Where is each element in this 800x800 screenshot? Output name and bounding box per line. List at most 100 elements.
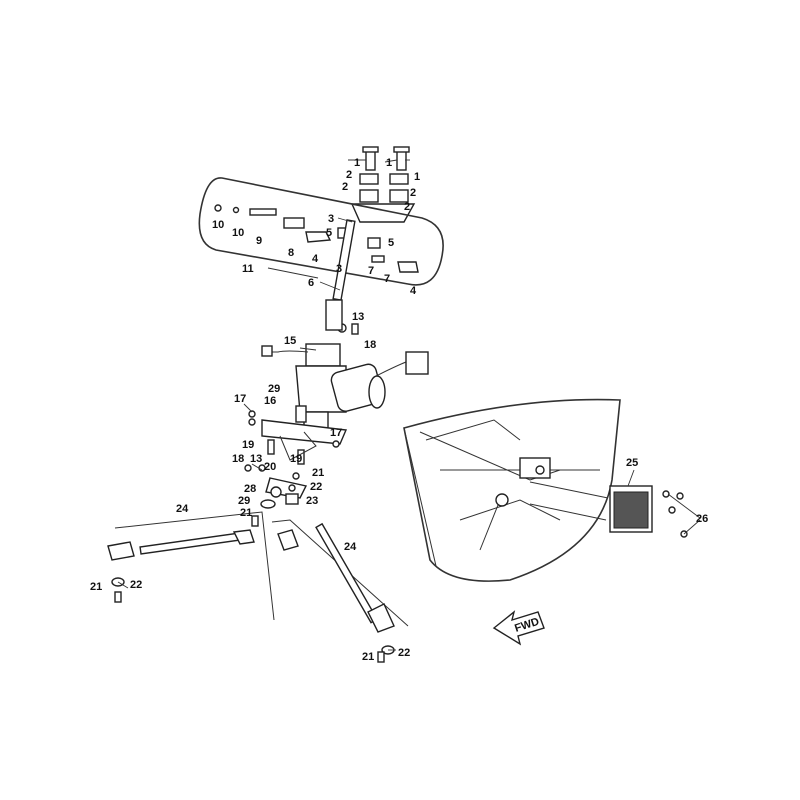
- callout-4: 4: [312, 253, 319, 265]
- leader-19: [251, 463, 263, 471]
- frame-tube-6: [479, 499, 501, 551]
- callout-21: 21: [90, 581, 102, 593]
- callout-2: 2: [346, 169, 352, 181]
- callout-7: 7: [368, 265, 374, 277]
- frame-mount-plate: [519, 457, 551, 479]
- tie-rod-right-shaft: [315, 522, 379, 624]
- column-top-bracket: [350, 203, 416, 223]
- eps-unit: [261, 343, 429, 429]
- callout-5: 5: [326, 227, 332, 239]
- fwd-arrow-shape: [492, 610, 545, 646]
- leader-lines: [117, 159, 701, 651]
- spacer-5-right: [367, 237, 381, 249]
- frame-detail-view: [403, 398, 621, 582]
- upper-clamp-right: [389, 173, 409, 185]
- tie-rod-inner-right: [277, 529, 299, 551]
- leader-22-left: [117, 581, 129, 589]
- callout-5: 5: [388, 237, 394, 249]
- eps-signal-connector: [261, 345, 273, 357]
- callout-24: 24: [344, 541, 357, 553]
- callout-1: 1: [386, 157, 392, 169]
- frame-bolt-hole-b: [535, 465, 545, 475]
- callout-22: 22: [398, 647, 410, 659]
- callout-28: 28: [244, 483, 256, 495]
- callout-19: 18: [232, 453, 244, 465]
- leader-6: [319, 281, 341, 291]
- callout-3: 3: [336, 263, 342, 275]
- switch-part-8: [283, 217, 305, 229]
- handlebar-clamp-group: [350, 146, 416, 223]
- eps-top-housing: [305, 343, 341, 367]
- callout-18: 19: [242, 439, 254, 451]
- handlebar-switch-group: [198, 177, 444, 301]
- bolt-17-left-b: [248, 418, 256, 426]
- callout-10: 10: [232, 227, 244, 239]
- module-leader-top: [529, 481, 609, 499]
- screw-10a: [214, 204, 222, 212]
- callout-18: 19: [290, 453, 302, 465]
- leader-17a: [243, 403, 253, 413]
- callout-27: 29: [268, 383, 280, 395]
- callout-16: 16: [264, 395, 276, 407]
- lower-arm-group: [244, 464, 308, 527]
- screw-10b: [232, 206, 240, 214]
- callout-11: 11: [242, 263, 254, 275]
- leader-3: [337, 217, 353, 223]
- nut-21-upper: [292, 472, 300, 480]
- callout-2: 2: [404, 201, 410, 213]
- forward-direction-arrow: FWD: [492, 610, 545, 646]
- module-bolt-b: [668, 506, 676, 514]
- spacer-27: [295, 405, 307, 423]
- tie-rod-left-shaft: [139, 532, 241, 555]
- washer-28: [270, 486, 282, 498]
- callout-20: 20: [264, 461, 276, 473]
- callout-2: 2: [342, 181, 348, 193]
- switch-housing-4-left: [305, 231, 332, 243]
- leader-1b: [384, 159, 398, 163]
- bolt-19-lower: [244, 464, 252, 472]
- callout-1: 1: [414, 171, 420, 183]
- nut-21-right: [377, 651, 385, 663]
- tie-rod-inner-left: [232, 529, 255, 545]
- nut-21-left: [114, 591, 122, 603]
- clamp-bolt-left: [365, 149, 376, 171]
- callout-labels: 1 1 1 2 2 2 2 3 3 5 5 4 4 7 7 8 9 10 10 …: [90, 157, 708, 663]
- upper-clamp-left: [359, 173, 379, 185]
- frame-tube-1: [403, 427, 437, 567]
- callout-25: 25: [626, 457, 638, 469]
- callout-21: 21: [240, 507, 252, 519]
- frame-bolt-hole-a: [495, 493, 509, 507]
- universal-joint: [325, 299, 343, 331]
- switch-housing-4-right: [397, 261, 419, 273]
- leader-26b: [683, 519, 701, 535]
- callout-3: 3: [328, 213, 334, 225]
- eps-motor-endcap: [368, 375, 386, 409]
- clamp-bolt-right: [396, 149, 407, 171]
- callout-21: 21: [362, 651, 374, 663]
- eps-signal-cable: [270, 350, 309, 353]
- callout-2: 2: [410, 187, 416, 199]
- callout-29: 29: [238, 495, 250, 507]
- leader-11: [267, 267, 319, 279]
- callout-10: 10: [212, 219, 224, 231]
- callout-13: 13: [250, 453, 262, 465]
- callout-8: 8: [288, 247, 294, 259]
- callout-24: 24: [176, 503, 189, 515]
- switch-part-9: [249, 208, 277, 216]
- tie-rod-end-right: [367, 603, 395, 633]
- frame-tube-3: [425, 419, 521, 441]
- boot-29: [260, 499, 276, 509]
- bolt-19-upper: [351, 323, 359, 335]
- callout-17: 17: [330, 427, 342, 439]
- eps-control-module: [609, 485, 688, 538]
- washer-22-upper: [288, 484, 296, 492]
- eps-motor-cable: [375, 361, 407, 377]
- callout-1: 1: [354, 157, 360, 169]
- callout-6: 6: [308, 277, 314, 289]
- callout-22: 22: [130, 579, 142, 591]
- bolt-17-left-a: [248, 410, 256, 418]
- leader-26a: [667, 493, 701, 519]
- tie-rod-right: [271, 519, 409, 663]
- callout-4: 4: [410, 285, 417, 297]
- group-outline-oval: [198, 177, 444, 286]
